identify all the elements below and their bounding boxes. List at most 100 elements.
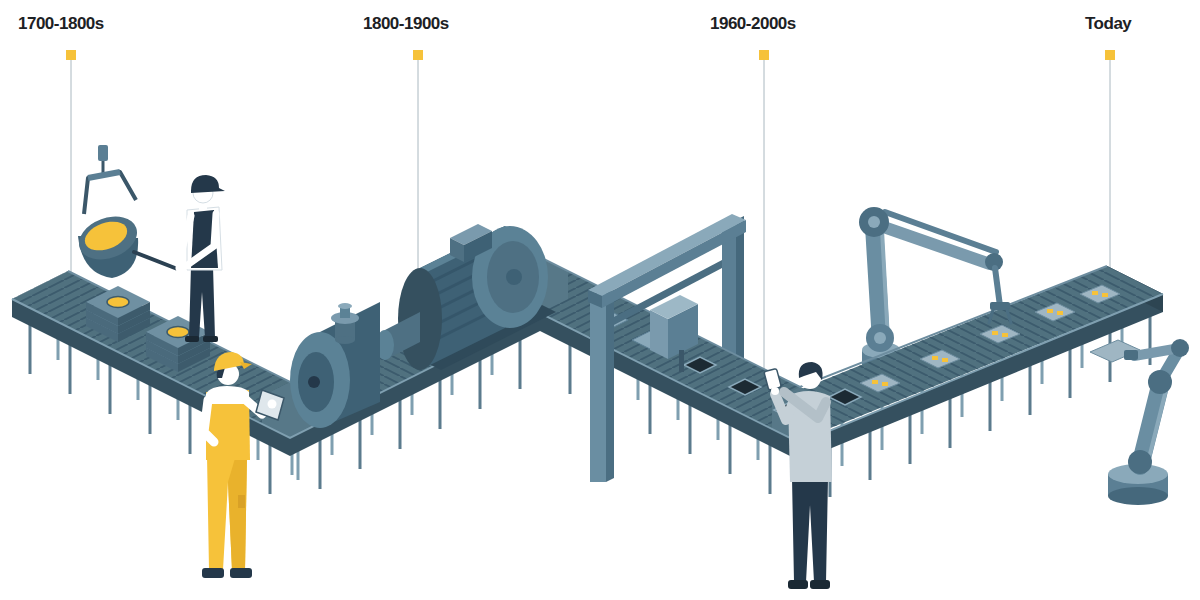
- gantry-machine: [650, 295, 698, 319]
- conveyor-belt: [12, 271, 318, 424]
- ladle: [88, 172, 120, 178]
- circuit-board: [932, 356, 938, 360]
- timeline-label: Today: [1085, 14, 1131, 34]
- conveyor-belt: [68, 257, 1107, 387]
- circuit-board: [872, 380, 878, 384]
- worker-figure: [204, 400, 214, 442]
- timeline-marker: [413, 50, 423, 60]
- timeline-label: 1960-2000s: [710, 14, 796, 34]
- robot-gripper: [995, 268, 1000, 306]
- motor-pump: [335, 336, 355, 344]
- gantry-machine: [612, 260, 722, 326]
- robot-arm: [1090, 339, 1189, 505]
- worker-figure: [764, 362, 832, 589]
- worker-figure: [191, 175, 225, 193]
- circuit-board: [1057, 311, 1063, 315]
- robot-arm: [1090, 340, 1140, 362]
- worker-figure: [240, 362, 252, 369]
- circuit-board: [1092, 291, 1098, 295]
- worker-figure: [238, 495, 245, 508]
- motor-pump: [298, 352, 334, 412]
- timeline-label: 1700-1800s: [18, 14, 104, 34]
- circuit-board: [1035, 303, 1075, 321]
- worker-figure: [256, 390, 284, 420]
- gantry-machine: [588, 214, 746, 296]
- gantry-machine: [588, 290, 602, 308]
- robot-gripper: [989, 268, 1011, 323]
- worker-figure: [176, 265, 184, 273]
- conveyor-belt: [772, 266, 1163, 429]
- timeline-label: 1800-1900s: [363, 14, 449, 34]
- circuit-board: [992, 331, 998, 335]
- worker-figure: [784, 392, 826, 418]
- mold-stack: [107, 297, 129, 308]
- robot-arm: [866, 324, 894, 352]
- robot-arm: [875, 224, 990, 264]
- circuit-board: [1047, 309, 1053, 313]
- ladle: [81, 216, 131, 255]
- motor-pump: [338, 303, 352, 309]
- chip: [729, 379, 761, 395]
- worker-figure: [771, 387, 779, 395]
- worker-figure: [268, 400, 277, 409]
- worker-figure: [202, 568, 224, 578]
- leader-line: [764, 60, 765, 372]
- robot-gripper: [989, 310, 1011, 323]
- worker-figure: [230, 568, 252, 578]
- worker-figure: [214, 352, 244, 371]
- robot-arm: [1171, 339, 1189, 357]
- circuit-board: [980, 325, 1020, 343]
- chip: [684, 357, 861, 418]
- motor-pump: [487, 241, 539, 313]
- robot-arm: [1128, 450, 1152, 474]
- gantry-machine: [679, 350, 684, 372]
- timeline-marker: [1105, 50, 1115, 60]
- timeline-marker: [759, 50, 769, 60]
- ladle: [134, 252, 180, 270]
- ladle: [84, 172, 136, 214]
- robot-arm: [1124, 350, 1138, 360]
- gantry-machine: [602, 220, 746, 308]
- conveyor-belt: [772, 266, 1163, 429]
- worker-figure: [203, 336, 218, 342]
- robot-arm: [1148, 370, 1172, 394]
- motor-pump: [450, 238, 464, 262]
- worker-figure: [792, 478, 828, 582]
- leader-line: [418, 60, 419, 292]
- leader-line: [1110, 60, 1111, 272]
- motor-pump: [290, 224, 556, 428]
- conveyor-belt: [12, 257, 1163, 461]
- circuit-board: [860, 285, 1120, 392]
- worker-figure: [799, 362, 823, 380]
- chip: [684, 357, 716, 373]
- robot-arm: [874, 332, 886, 344]
- circuit-board: [882, 382, 888, 386]
- timeline-marker: [66, 50, 1115, 60]
- worker-figure: [788, 580, 808, 589]
- conveyor-belt: [12, 294, 1163, 443]
- worker-figure: [810, 580, 830, 589]
- robot-arm: [1148, 390, 1166, 462]
- worker-figure: [202, 352, 284, 578]
- mold-stack: [146, 316, 210, 356]
- worker-figure: [186, 214, 216, 266]
- gantry-machine: [590, 294, 606, 482]
- robot-arm: [859, 207, 889, 237]
- circuit-board: [1102, 293, 1108, 297]
- robot-arm: [868, 216, 880, 228]
- worker-figure: [764, 368, 781, 390]
- robot-arm: [882, 230, 888, 340]
- circuit-board: [1002, 333, 1008, 337]
- ladle: [98, 145, 108, 161]
- ladle: [73, 209, 143, 267]
- robot-arm: [1108, 487, 1168, 505]
- worker-figure: [207, 455, 247, 570]
- motor-pump: [290, 332, 350, 428]
- worker-figure: [189, 266, 215, 338]
- circuit-board: [920, 350, 960, 368]
- circuit-board: [860, 374, 900, 392]
- worker-figure: [185, 336, 199, 342]
- worker-figure: [176, 175, 225, 342]
